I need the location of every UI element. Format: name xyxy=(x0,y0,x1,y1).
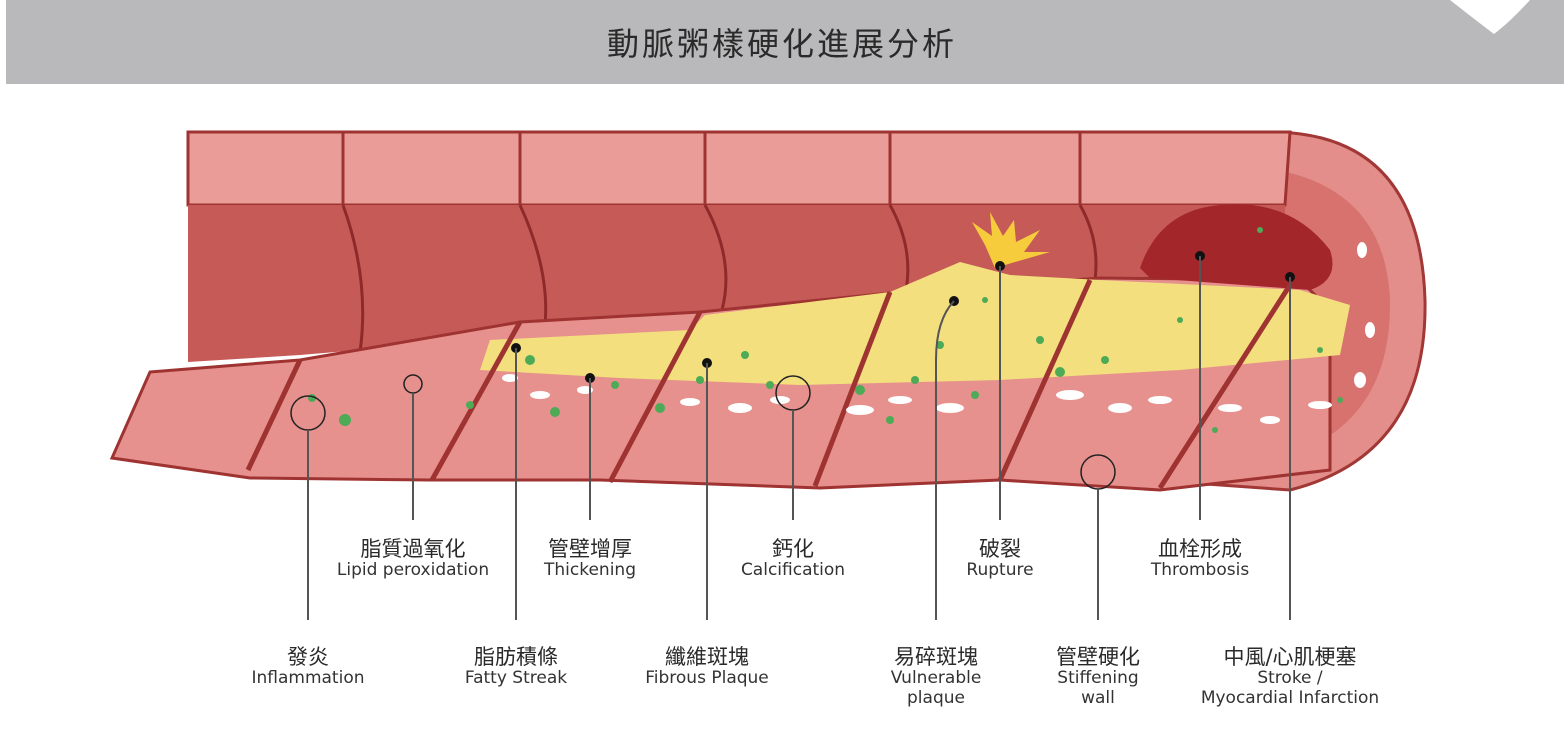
rupture-burst xyxy=(972,212,1050,268)
title-banner xyxy=(6,0,1564,84)
plaque-layer xyxy=(480,262,1350,385)
green-particles xyxy=(308,227,1343,433)
leader-lines xyxy=(307,256,1291,620)
artery-top-wall xyxy=(186,130,1292,207)
label-vulnerable-plaque: 易碎斑塊 Vulnerable plaque xyxy=(890,645,982,708)
page-title: 動脈粥樣硬化進展分析 xyxy=(606,25,957,63)
label-thickening: 管壁增厚 Thickening xyxy=(544,537,636,581)
thrombus xyxy=(1140,204,1333,290)
label-inflammation: 發炎 Inflammation xyxy=(251,645,365,689)
corner-decoration xyxy=(1450,0,1530,34)
segment-dividers xyxy=(245,278,1293,490)
label-rupture: 破裂 Rupture xyxy=(966,537,1034,581)
label-stroke-mi: 中風/心肌梗塞 Stroke / Myocardial Infarction xyxy=(1200,645,1380,708)
label-calcification: 鈣化 Calcification xyxy=(740,537,846,581)
label-fatty-streak: 脂肪積條 Fatty Streak xyxy=(464,645,568,689)
label-stiffening-wall: 管壁硬化 Stiffening wall xyxy=(1056,645,1140,708)
label-fibrous-plaque: 纖維斑塊 Fibrous Plaque xyxy=(645,645,769,689)
calcium-deposits xyxy=(502,242,1375,424)
label-thrombosis: 血栓形成 Thrombosis xyxy=(1150,537,1250,581)
label-lipid-peroxidation: 脂質過氧化 Lipid peroxidation xyxy=(336,537,490,581)
top-wall-dividers xyxy=(341,132,1082,205)
